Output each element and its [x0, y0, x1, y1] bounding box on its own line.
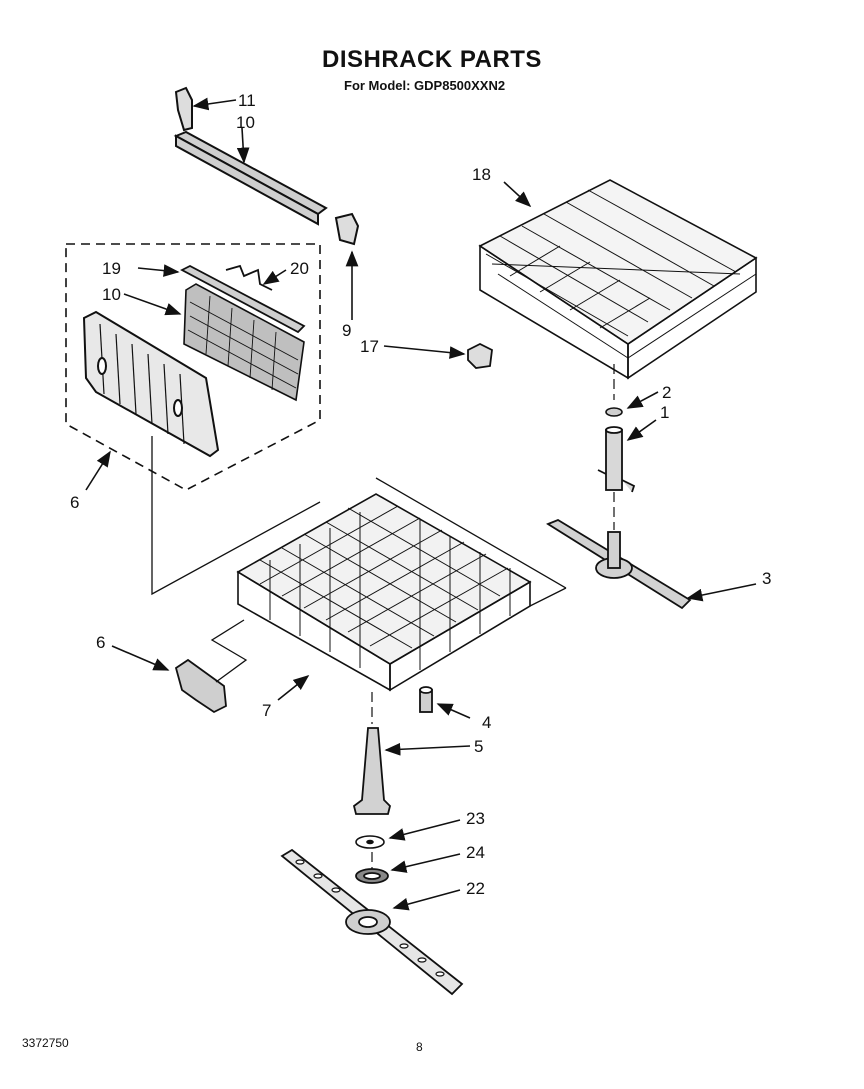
page-number: 8 [416, 1040, 423, 1054]
part-7-lower-rack [236, 477, 567, 692]
callout-13: 11 [238, 91, 256, 110]
part-19-strip [180, 264, 306, 334]
part-11-endcap [334, 212, 360, 246]
callout-20: 20 [290, 259, 309, 278]
part-5-lower-tube [352, 727, 391, 815]
callout-arrows [85, 97, 757, 911]
model-subtitle: For Model: GDP8500XXN2 [344, 78, 506, 93]
part-20-clip [225, 264, 273, 291]
document-number: 3372750 [22, 1036, 69, 1050]
part-6-bracket [174, 619, 248, 714]
callout-6: 6 [96, 633, 105, 652]
page-title: DISHRACK PARTS [322, 46, 542, 73]
callout-4: 4 [482, 713, 491, 732]
callout-2: 2 [662, 383, 671, 402]
callout-19: 19 [102, 259, 121, 278]
callout-12: 10 [236, 113, 255, 132]
part-10-grid-basket [183, 283, 305, 402]
callout-7: 7 [262, 701, 271, 720]
callout-22: 22 [466, 879, 485, 898]
part-9-divider-panel [82, 310, 220, 458]
callout-9: 6 [70, 493, 79, 512]
callout-5: 5 [474, 737, 483, 756]
part-17-clip [467, 342, 493, 369]
callout-labels: 11 10 9 19 20 10 6 18 17 2 1 3 6 7 4 5 2… [70, 91, 771, 898]
callout-3: 3 [762, 569, 771, 588]
callout-23: 23 [466, 809, 485, 828]
callout-17: 17 [360, 337, 379, 356]
part-22-lower-spray-arm [280, 848, 464, 996]
callout-10: 10 [102, 285, 121, 304]
part-9-assembly-outline [65, 243, 321, 491]
part-2-washer [605, 407, 623, 417]
assembly-guide-line [151, 436, 321, 596]
callout-18: 18 [472, 165, 491, 184]
part-12-rail [173, 130, 328, 226]
part-13-clip [174, 86, 193, 132]
part-4-bushing [419, 686, 433, 713]
callout-1: 1 [660, 403, 669, 422]
callout-11: 9 [342, 321, 351, 340]
part-1-spray-tube [597, 426, 636, 493]
part-18-upper-rack [478, 179, 758, 380]
part-3-upper-spray-arm [546, 518, 692, 610]
part-24-ring [355, 868, 389, 884]
callout-24: 24 [466, 843, 485, 862]
part-23-washer [355, 835, 385, 849]
